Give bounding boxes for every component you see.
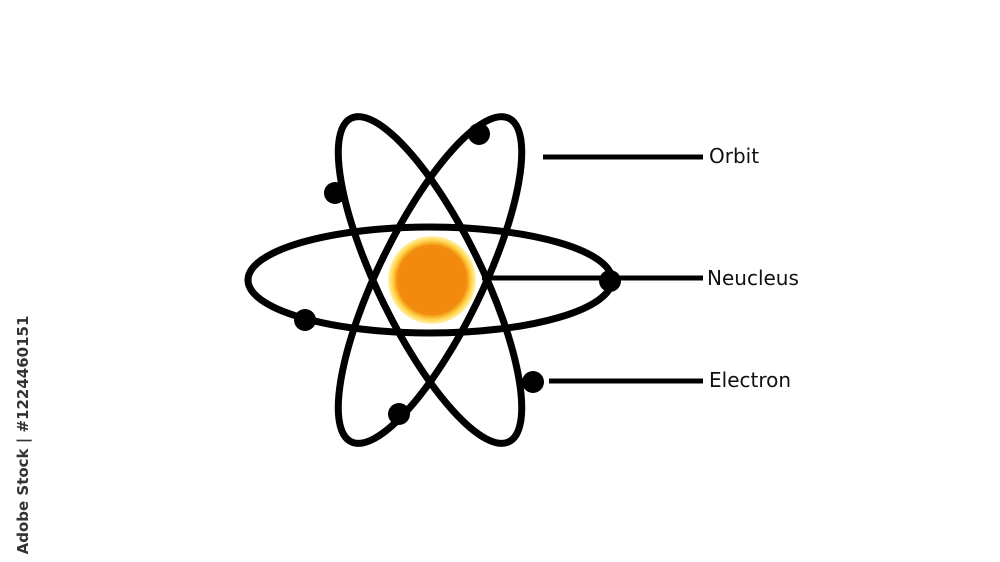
electron: [294, 309, 316, 331]
electron: [324, 182, 346, 204]
orbit-tilted-right: [334, 113, 526, 447]
electron: [468, 123, 490, 145]
nucleus: [388, 236, 476, 324]
stock-id-watermark: Adobe Stock | #1224460151: [10, 316, 36, 555]
stock-id-text: Adobe Stock | #1224460151: [14, 315, 32, 555]
electron: [599, 270, 621, 292]
electron: [522, 371, 544, 393]
nucleus-label: Neucleus: [707, 266, 799, 290]
orbit-tilted-left: [334, 113, 526, 447]
electron: [388, 403, 410, 425]
electron-label: Electron: [709, 368, 792, 392]
orbit-label: Orbit: [709, 144, 760, 168]
